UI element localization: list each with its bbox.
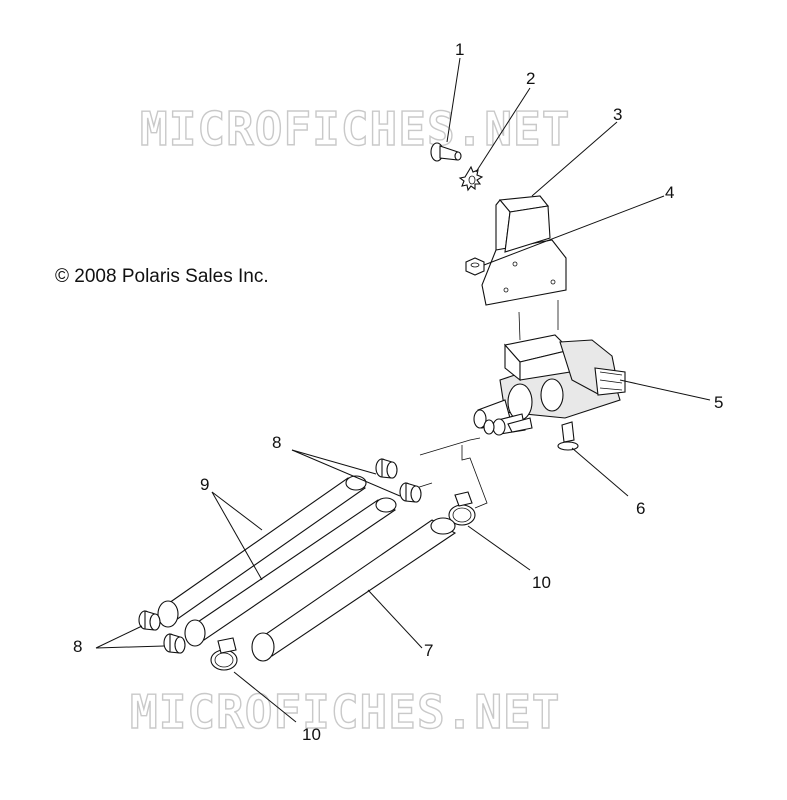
part-10-hose-clamp-lower bbox=[210, 637, 238, 671]
watermark-bottom: MICROFICHES.NET bbox=[130, 685, 560, 739]
callout-2: 2 bbox=[526, 69, 535, 88]
part-9-hose-a bbox=[157, 475, 367, 628]
leader-10-lower bbox=[233, 671, 297, 723]
part-10-hose-clamp-upper bbox=[448, 491, 476, 526]
part-8-clamp-upper-a bbox=[375, 458, 398, 479]
part-8-clamp-upper-b bbox=[399, 482, 422, 503]
part-6-bolt bbox=[557, 421, 579, 451]
watermark-top: MICROFICHES.NET bbox=[140, 102, 570, 156]
callout-8-lower: 8 bbox=[73, 637, 82, 656]
callout-7: 7 bbox=[424, 641, 433, 660]
callout-8-upper: 8 bbox=[272, 433, 281, 452]
part-4-nut bbox=[465, 257, 485, 276]
leader-8-lower-a bbox=[95, 625, 143, 649]
leader-7 bbox=[367, 589, 423, 649]
callout-1: 1 bbox=[455, 40, 464, 59]
part-7-hose bbox=[251, 517, 457, 662]
part-8-clamp-lower-a bbox=[138, 610, 161, 631]
callout-10-upper: 10 bbox=[532, 573, 551, 592]
copyright-text: © 2008 Polaris Sales Inc. bbox=[55, 266, 269, 287]
leader-1 bbox=[446, 57, 461, 143]
leader-9-a bbox=[211, 491, 263, 531]
callout-10-lower: 10 bbox=[302, 725, 321, 744]
leader-8-upper-a bbox=[291, 449, 377, 475]
leader-2 bbox=[475, 87, 531, 173]
leader-8-upper-b bbox=[291, 449, 401, 497]
leader-4 bbox=[483, 195, 665, 266]
callout-6: 6 bbox=[636, 499, 645, 518]
part-2-star-washer bbox=[458, 165, 484, 192]
callout-4: 4 bbox=[665, 183, 674, 202]
part-8-clamp-lower-b bbox=[163, 633, 186, 654]
leader-6 bbox=[571, 447, 629, 497]
part-5-valve-assembly bbox=[473, 334, 626, 436]
leader-8-lower-b bbox=[95, 645, 165, 649]
callout-9: 9 bbox=[200, 475, 209, 494]
leader-5 bbox=[619, 379, 711, 401]
part-3-bracket bbox=[481, 195, 567, 306]
leader-9-b bbox=[211, 491, 263, 581]
part-1-bolt bbox=[430, 142, 462, 162]
callout-3: 3 bbox=[613, 105, 622, 124]
part-9-hose-b bbox=[184, 497, 397, 647]
callout-5: 5 bbox=[714, 393, 723, 412]
leader-10-upper bbox=[467, 525, 531, 571]
leader-3 bbox=[531, 121, 618, 197]
